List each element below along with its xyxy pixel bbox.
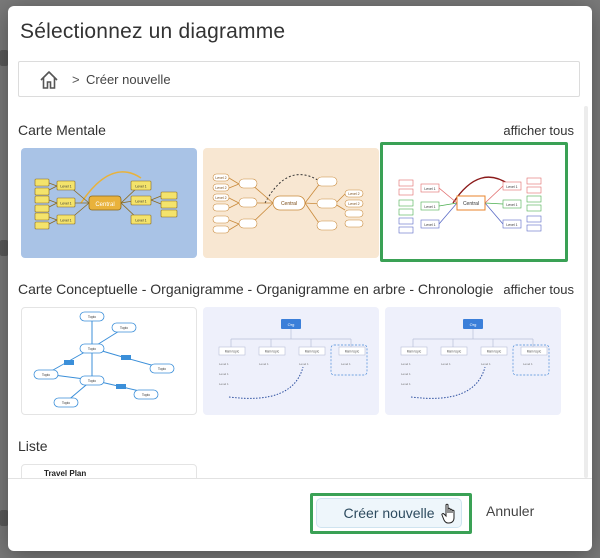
template-thumbnail-list[interactable]: Travel Plan bbox=[21, 464, 197, 478]
scrollbar[interactable] bbox=[584, 106, 588, 478]
template-thumbnail-mind-map-1[interactable]: Central Level 1 Level 1 Level 1 Level 1 … bbox=[21, 148, 197, 258]
node-label: Main topic bbox=[305, 350, 320, 354]
node-label: Level 2 bbox=[348, 192, 359, 196]
template-gallery: Carte Mentale afficher tous Central bbox=[8, 104, 592, 478]
node-label: Main topic bbox=[487, 350, 502, 354]
node-label: Topic bbox=[158, 367, 166, 371]
cancel-button[interactable]: Annuler bbox=[486, 503, 535, 519]
create-new-button[interactable]: Créer nouvelle bbox=[316, 498, 462, 528]
home-icon[interactable] bbox=[39, 70, 59, 90]
node-label: Level 1 bbox=[424, 187, 435, 191]
hand-pointer-icon bbox=[441, 503, 455, 524]
background-glyph bbox=[0, 510, 8, 526]
dialog-title: Sélectionnez un diagramme bbox=[20, 20, 286, 43]
template-thumbnail-mind-map-2[interactable]: Central Level 2 Level 2 Level 2 Level 2 … bbox=[203, 148, 379, 258]
section-title-concept-map: Carte Conceptuelle - Organigramme - Orga… bbox=[18, 281, 494, 297]
background-glyph bbox=[0, 240, 8, 256]
node-label: Topic bbox=[88, 315, 96, 319]
node-label: Level 1 bbox=[219, 382, 229, 386]
node-label: Level 1 bbox=[60, 185, 71, 189]
node-label: Level 1 bbox=[506, 223, 517, 227]
node-label: Level 1 bbox=[135, 185, 146, 189]
node-label: Topic bbox=[120, 326, 128, 330]
node-label: Level 2 bbox=[215, 176, 226, 180]
node-label: Level 1 bbox=[299, 362, 309, 366]
node-label: Level 1 bbox=[135, 200, 146, 204]
org-root-label: Org bbox=[288, 322, 295, 327]
node-label: Level 1 bbox=[506, 203, 517, 207]
node-label: Level 2 bbox=[215, 186, 226, 190]
footer-divider bbox=[8, 478, 592, 479]
breadcrumb-separator: > bbox=[72, 72, 80, 87]
node-label: Level 1 bbox=[401, 362, 411, 366]
node-label: Level 1 bbox=[219, 362, 229, 366]
org-root-label: Org bbox=[470, 322, 477, 327]
node-label: Level 2 bbox=[215, 196, 226, 200]
template-thumbnail-org-chart[interactable]: Org Main topic Main topic Main topic Mai… bbox=[203, 307, 379, 415]
show-all-concept-map-link[interactable]: afficher tous bbox=[503, 282, 574, 297]
node-label: Level 1 bbox=[401, 372, 411, 376]
node-label: Level 1 bbox=[135, 219, 146, 223]
show-all-mind-map-link[interactable]: afficher tous bbox=[503, 123, 574, 138]
selected-template-highlight bbox=[380, 142, 568, 262]
central-node-label: Central bbox=[463, 201, 479, 207]
create-button-highlight bbox=[310, 493, 472, 534]
node-label: Topic bbox=[88, 379, 96, 383]
node-label: Level 1 bbox=[424, 205, 435, 209]
node-label: Main topic bbox=[225, 350, 240, 354]
node-label: Level 1 bbox=[60, 219, 71, 223]
node-label: Topic bbox=[88, 347, 96, 351]
breadcrumb: > Créer nouvelle bbox=[18, 61, 580, 97]
node-label: Level 1 bbox=[259, 362, 269, 366]
list-heading: Travel Plan bbox=[44, 469, 87, 478]
select-diagram-dialog: Sélectionnez un diagramme > Créer nouvel… bbox=[8, 6, 592, 551]
section-title-mind-map: Carte Mentale bbox=[18, 122, 106, 138]
node-label: Level 1 bbox=[401, 382, 411, 386]
node-label: Main topic bbox=[265, 350, 280, 354]
node-label: Level 1 bbox=[481, 362, 491, 366]
node-label: Level 1 bbox=[219, 372, 229, 376]
node-label: Level 1 bbox=[341, 362, 351, 366]
breadcrumb-current[interactable]: Créer nouvelle bbox=[86, 72, 171, 87]
section-title-list: Liste bbox=[18, 438, 48, 454]
template-thumbnail-mind-map-3[interactable]: Central Level 1 Level 1 Level 1 Level 1 bbox=[385, 148, 561, 258]
node-label: Level 1 bbox=[424, 223, 435, 227]
template-thumbnail-concept-map[interactable]: Topic Topic Topic Topic Topic Topic Topi… bbox=[21, 307, 197, 415]
node-label: Level 1 bbox=[60, 202, 71, 206]
central-node-label: Central bbox=[95, 202, 114, 208]
node-label: Level 1 bbox=[506, 185, 517, 189]
central-node-label: Central bbox=[281, 201, 297, 207]
template-thumbnail-org-tree[interactable]: Org Main topic Main topic Main topic Mai… bbox=[385, 307, 561, 415]
node-label: Main topic bbox=[527, 350, 542, 354]
node-label: Topic bbox=[42, 373, 50, 377]
background-glyph bbox=[0, 50, 8, 66]
node-label: Level 1 bbox=[523, 362, 533, 366]
node-label: Main topic bbox=[407, 350, 422, 354]
node-label: Topic bbox=[62, 401, 70, 405]
node-label: Main topic bbox=[345, 350, 360, 354]
node-label: Level 2 bbox=[348, 202, 359, 206]
node-label: Topic bbox=[142, 393, 150, 397]
node-label: Main topic bbox=[447, 350, 462, 354]
node-label: Level 1 bbox=[441, 362, 451, 366]
